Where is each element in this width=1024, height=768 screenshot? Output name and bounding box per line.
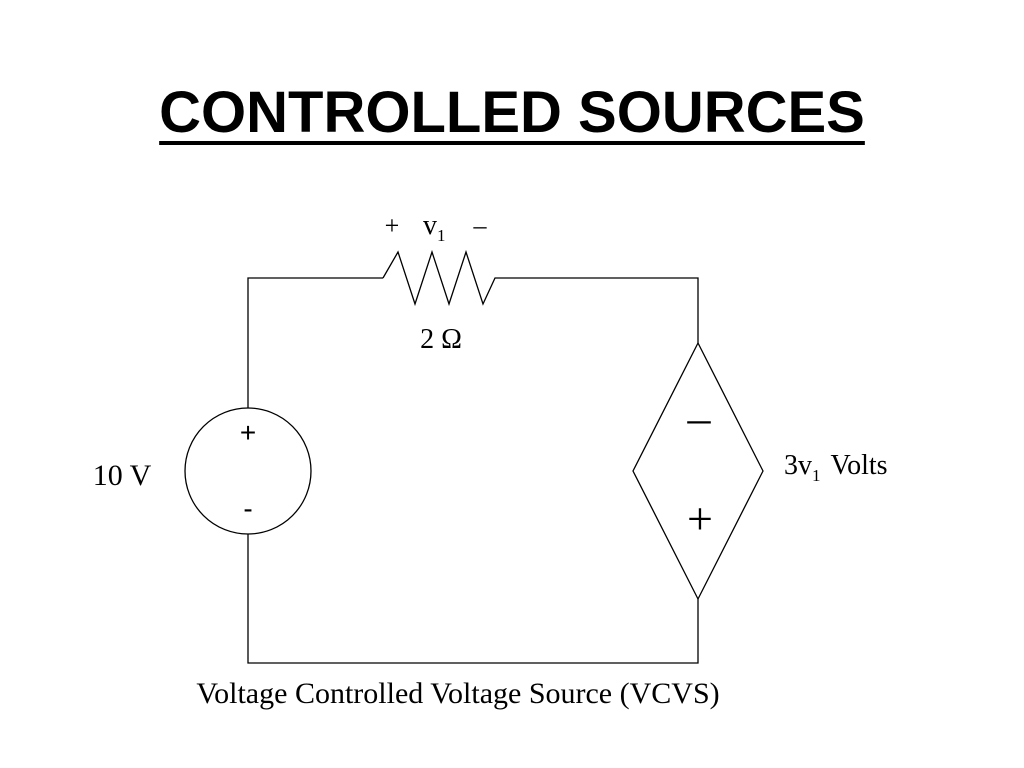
slide-title: CONTROLLED SOURCES xyxy=(0,78,1024,148)
wire-top-right xyxy=(503,277,699,343)
resistor-plus-sign: + xyxy=(385,211,400,240)
resistor-voltage-label: v1 xyxy=(423,210,446,245)
slide-title-text: CONTROLLED SOURCES xyxy=(159,80,865,145)
voltage-source-circle xyxy=(184,407,312,535)
dependent-source-value: 3v1 Volts xyxy=(784,450,888,485)
resistor-minus-sign: – xyxy=(473,211,488,240)
dependent-source-plus: + xyxy=(687,493,713,544)
resistor-symbol xyxy=(382,249,503,307)
resistor-voltage-subscript: 1 xyxy=(437,226,446,245)
resistor-value-label: 2 Ω xyxy=(420,324,462,355)
dependent-source-subscript: 1 xyxy=(812,466,821,485)
voltage-source-minus: - xyxy=(243,493,252,524)
wires xyxy=(247,277,699,664)
resistor-voltage-var: v xyxy=(423,210,437,241)
dependent-source-coef: 3v xyxy=(784,450,812,481)
wire-bottom xyxy=(247,534,699,664)
voltage-source-value: 10 V xyxy=(93,459,152,492)
diagram-caption: Voltage Controlled Voltage Source (VCVS) xyxy=(196,677,720,710)
voltage-source-plus: + xyxy=(240,417,256,448)
dependent-source-unit: Volts xyxy=(831,450,888,481)
dependent-source-minus: – xyxy=(687,392,712,443)
dependent-source-diamond xyxy=(632,341,764,601)
wire-top-left xyxy=(247,277,383,408)
